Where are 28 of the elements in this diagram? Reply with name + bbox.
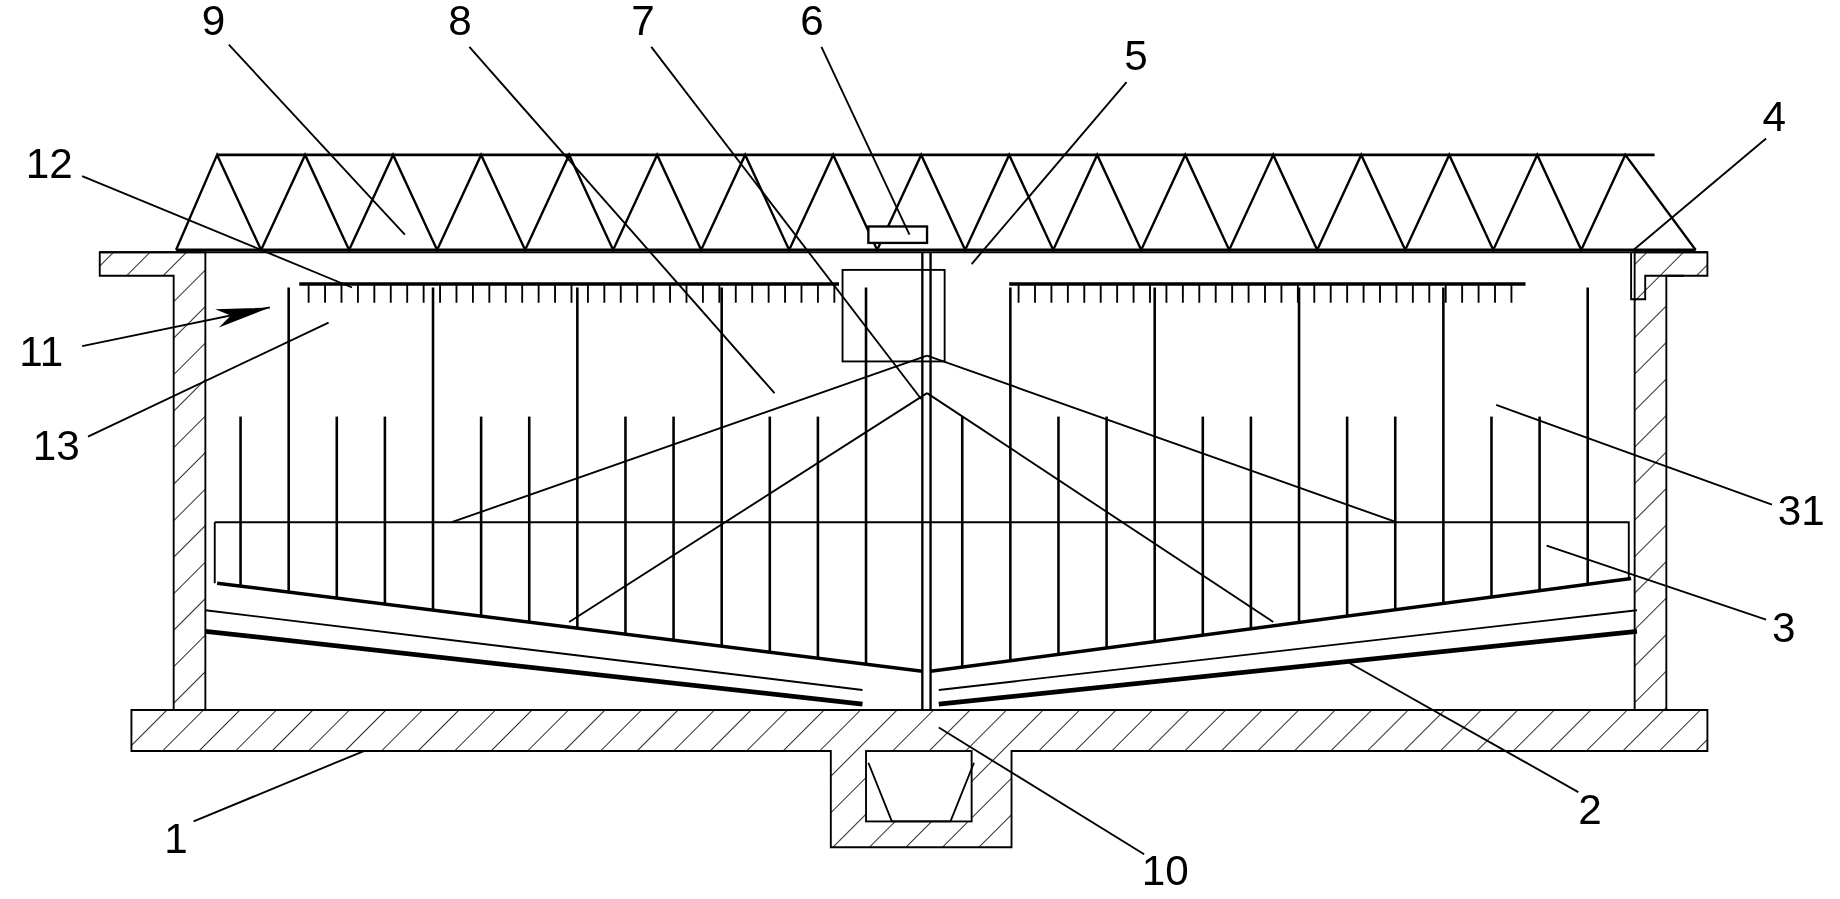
leader-line [81,306,271,348]
leader-line [1632,137,1767,251]
callout-number: 2 [1578,788,1602,831]
callout-number: 12 [25,143,73,186]
callout-number: 1 [164,817,188,861]
leader-line [81,175,353,289]
callout-number: 3 [1771,606,1796,649]
callout-number: 6 [800,0,824,43]
callout-number: 11 [19,330,64,374]
leader-line [192,750,365,823]
leader-line [820,46,911,236]
callout-number: 7 [631,0,655,43]
callout-number: 9 [201,0,226,43]
leader-line [1495,403,1773,506]
leader-line [468,46,776,395]
callout-number: 8 [448,0,472,43]
callout-number: 10 [1141,849,1189,892]
leader-line [87,321,330,438]
leader-line [970,81,1128,265]
leader-line [1545,544,1767,621]
callout-number: 13 [32,424,80,468]
callout-number: 31 [1777,489,1825,532]
callout-number: 4 [1762,96,1787,139]
callout-number: 5 [1124,35,1148,78]
leader-line [937,726,1146,856]
leader-line [650,46,923,400]
leader-line [227,43,406,236]
leader-line [1348,662,1580,794]
